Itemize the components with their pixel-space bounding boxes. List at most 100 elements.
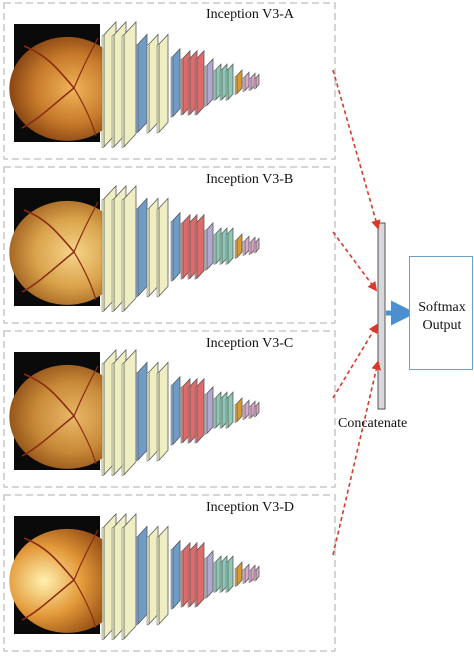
layer-edge: [170, 547, 174, 610]
network-layer: [196, 213, 205, 280]
branch-a: [3, 2, 336, 160]
layer-edge: [234, 75, 238, 95]
network-layer: [158, 33, 169, 134]
layer-edge: [242, 404, 246, 421]
vessel: [73, 415, 97, 465]
vessel: [73, 201, 99, 253]
layer-edge: [135, 207, 139, 298]
network-layer: [227, 555, 234, 593]
network-layer: [172, 375, 181, 446]
layer-edge: [135, 43, 139, 134]
layer-edge: [213, 69, 217, 101]
layer-edge: [121, 34, 125, 149]
layer-edge: [194, 385, 198, 444]
retina-disc: [9, 528, 126, 633]
layer-edge: [219, 561, 223, 593]
layer-edge: [135, 371, 139, 462]
network-layer: [123, 512, 137, 640]
network-layer: [244, 399, 250, 420]
layer-edge: [234, 239, 238, 259]
layer-edge: [204, 556, 208, 599]
branch-frame: [3, 330, 336, 488]
network-layer: [244, 563, 250, 584]
layer-edge: [234, 403, 238, 423]
vessel: [23, 209, 75, 253]
network-layer: [255, 73, 260, 90]
red-arrow-c: [332, 323, 378, 399]
network-layer: [123, 184, 137, 312]
network-layer: [123, 348, 137, 476]
branch-b: [3, 166, 336, 324]
layer-edge: [111, 526, 115, 641]
layer-edge: [194, 221, 198, 280]
network-layer: [244, 71, 250, 92]
layer-edge: [156, 207, 160, 298]
network-layer: [172, 47, 181, 118]
layer-edge: [225, 69, 229, 101]
concatenate-bar: [377, 222, 386, 410]
network-layer: [244, 235, 250, 256]
layer-edge: [253, 405, 257, 418]
network-layer: [206, 385, 214, 435]
branch-title-d: Inception V3-D: [206, 500, 294, 515]
layer-edge: [101, 34, 105, 149]
layer-edge: [180, 385, 184, 444]
branch-frame: [3, 2, 336, 160]
layer-edge: [204, 64, 208, 107]
output-line-2: Output: [422, 318, 462, 333]
branch-d: [3, 494, 336, 652]
vessel: [21, 415, 75, 457]
layer-edge: [225, 561, 229, 593]
retina-disc: [9, 36, 126, 141]
layer-edge: [111, 362, 115, 477]
layer-edge: [204, 392, 208, 435]
layer-edge: [180, 221, 184, 280]
vessel: [73, 529, 99, 581]
fundus-image: [9, 188, 126, 306]
network-layer: [206, 57, 214, 107]
network-layer: [137, 361, 148, 462]
branch-c: [3, 330, 336, 488]
vessel: [73, 365, 99, 417]
layer-edge: [180, 549, 184, 608]
network-layer: [227, 63, 234, 101]
network-layer: [148, 197, 159, 298]
red-arrow-b: [332, 231, 378, 292]
vessel: [73, 251, 97, 301]
layer-edge: [101, 198, 105, 313]
layer-edge: [111, 198, 115, 313]
branch-frame: [3, 166, 336, 324]
network-layer: [158, 525, 169, 626]
layer-edge: [146, 371, 150, 462]
network-layer: [137, 197, 148, 298]
network-layer: [148, 525, 159, 626]
network-layer: [172, 211, 181, 282]
layer-edge: [194, 549, 198, 608]
network-layer: [236, 233, 243, 259]
network-layer: [236, 69, 243, 95]
layer-edge: [101, 526, 105, 641]
fundus-image: [9, 352, 126, 470]
layer-edge: [187, 385, 191, 444]
layer-edge: [111, 34, 115, 149]
layer-edge: [213, 233, 217, 265]
network-layer: [196, 377, 205, 444]
layer-edge: [204, 228, 208, 271]
layer-edge: [242, 568, 246, 585]
softmax-output-box: Softmax Output: [409, 256, 473, 370]
layer-edge: [170, 55, 174, 118]
layer-edge: [180, 57, 184, 116]
network-layer: [206, 549, 214, 599]
network-layer: [227, 227, 234, 265]
vessel: [23, 373, 75, 417]
network-layer: [227, 391, 234, 429]
network-layer: [236, 561, 243, 587]
vessel: [23, 45, 75, 89]
layer-edge: [121, 198, 125, 313]
network-layer: [148, 361, 159, 462]
fundus-image: [9, 24, 126, 142]
layer-edge: [135, 535, 139, 626]
layer-edge: [253, 569, 257, 582]
red-arrow-a: [332, 69, 381, 230]
